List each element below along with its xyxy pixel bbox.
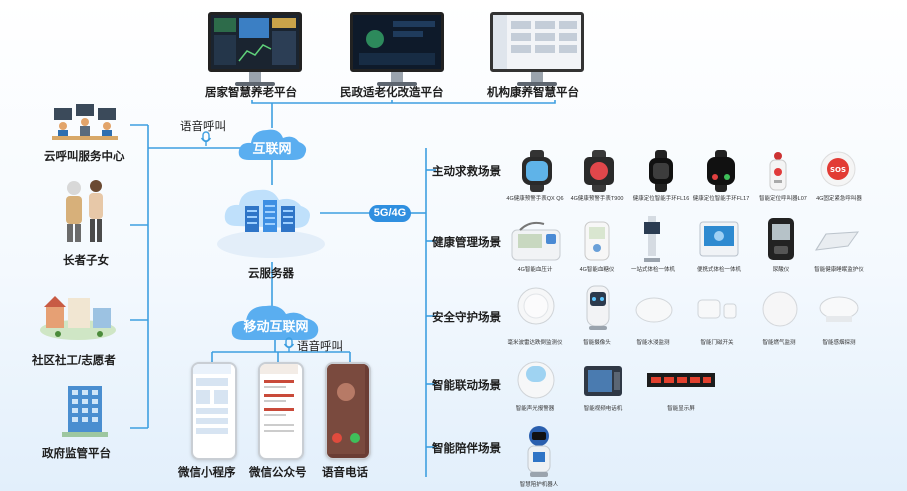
- answer-icon: [350, 433, 360, 443]
- scene-title-sos: 主动求救场景: [432, 166, 501, 178]
- fixed-sos-caller-icon: SOS: [820, 151, 856, 187]
- cloud-server-label: 云服务器: [248, 268, 294, 280]
- microphone-icon: [283, 337, 295, 352]
- sound-light-alarm-icon: [517, 361, 555, 399]
- device-label: 4G智能血糖仪: [579, 267, 615, 273]
- gas-sensor-icon: [762, 291, 798, 327]
- device-label: 尿酸仪: [772, 267, 790, 273]
- app-label-voice-call: 语音电话: [322, 467, 368, 479]
- call-screen: [327, 364, 365, 454]
- device-label: 4G健康预警手表T900: [570, 196, 624, 202]
- internet-label: 互联网: [252, 141, 292, 156]
- device-label: 智能水浸监测: [636, 340, 670, 346]
- blood-pressure-meter-icon: [511, 221, 561, 261]
- sleep-monitor-icon: [815, 231, 860, 251]
- call-center-illustration: [52, 104, 118, 140]
- phone-mini-program: [191, 362, 237, 460]
- platform-label-civil-affairs: 民政适老化改造平台: [340, 87, 444, 99]
- node-label-call-center: 云呼叫服务中心: [44, 151, 125, 163]
- watch-q6-icon: [522, 150, 552, 192]
- device-label: 智能感烟探测: [822, 340, 856, 346]
- cloud-server-illustration: [217, 189, 325, 258]
- platform-label-institution: 机构康养智慧平台: [487, 87, 579, 99]
- checkup-kiosk-icon: [644, 216, 660, 262]
- scene-title-safety: 安全守护场景: [432, 312, 501, 324]
- hangup-icon: [332, 433, 342, 443]
- microphone-icon: [200, 131, 212, 146]
- app-label-mini-program: 微信小程序: [178, 467, 236, 479]
- voice-call-top-label: 语音呼叫: [180, 121, 226, 133]
- device-label: 智慧陪护机器人: [519, 482, 559, 488]
- device-label: 智能定位呼叫器L07: [759, 196, 807, 202]
- locator-l07-icon: [769, 152, 787, 191]
- svg-text:SOS: SOS: [830, 166, 846, 174]
- phone-voice-call: [325, 362, 371, 460]
- device-label: 智能燃气监测: [762, 340, 796, 346]
- device-label: 4G健康预警手表QX Q6: [506, 196, 564, 202]
- monitor-home-care: [208, 12, 302, 90]
- band-fl16-icon: [649, 150, 673, 192]
- scene-title-linkage: 智能联动场景: [432, 380, 501, 392]
- video-phone-icon: [584, 366, 622, 396]
- device-label: 智能显示屏: [667, 406, 695, 412]
- device-label: 健康定位智能手环FL16: [632, 196, 690, 202]
- device-label: 健康定位智能手环FL17: [692, 196, 750, 202]
- glucose-meter-icon: [584, 221, 610, 261]
- water-leak-sensor-icon: [635, 297, 673, 323]
- device-label: 4G固定紧急呼叫器: [816, 196, 862, 202]
- device-label: 智能视频电话机: [583, 406, 623, 412]
- device-label: 智能声光报警器: [515, 406, 555, 412]
- app-label-official-account: 微信公众号: [249, 467, 307, 479]
- network-badge: 5G/4G: [369, 205, 411, 222]
- dashboard-screen: [359, 21, 435, 65]
- mobile-internet-label: 移动互联网: [243, 319, 309, 334]
- gov-building-illustration: [62, 386, 108, 437]
- node-label-gov: 政府监管平台: [42, 448, 111, 460]
- device-label: 4G智能血压计: [517, 267, 553, 273]
- voice-call-bottom-label: 语音呼叫: [297, 341, 343, 353]
- monitor-institution: [490, 12, 584, 90]
- scene-title-health: 健康管理场景: [432, 237, 501, 249]
- dashboard-screen: [214, 18, 296, 65]
- device-label: 一站式体检一体机: [630, 267, 675, 273]
- device-label: 便携式体检一体机: [696, 267, 741, 273]
- device-label: 智能门磁开关: [700, 340, 734, 346]
- node-label-children: 长者子女: [63, 255, 109, 267]
- device-label: 毫米波雷达跌倒监测仪: [507, 340, 563, 346]
- device-label: 智能健康睡眠监护仪: [814, 267, 864, 273]
- door-sensor-icon: [697, 299, 737, 319]
- monitor-civil-affairs: [350, 12, 444, 90]
- elderly-child-illustration: [66, 180, 103, 242]
- smart-camera-icon: [586, 285, 610, 330]
- watch-t900-icon: [584, 150, 614, 192]
- internet-cloud-icon: [238, 129, 307, 160]
- band-fl17-icon: [707, 150, 735, 192]
- portable-checkup-icon: [699, 221, 739, 257]
- phone-official-account: [258, 362, 304, 460]
- device-label: 智能摄像头: [583, 340, 611, 346]
- dashboard-screen: [493, 15, 577, 69]
- node-label-community: 社区社工/志愿者: [32, 355, 116, 367]
- app-screen: [260, 364, 298, 432]
- app-screen: [193, 364, 231, 434]
- companion-robot-icon: [527, 426, 551, 477]
- uric-acid-meter-icon: [768, 218, 794, 260]
- smoke-detector-icon: [819, 296, 859, 322]
- platform-label-home-care: 居家智慧养老平台: [205, 87, 297, 99]
- scene-title-companion: 智能陪伴场景: [432, 443, 501, 455]
- community-illustration: [40, 296, 116, 340]
- radar-fall-sensor-icon: [517, 287, 555, 325]
- led-display-icon: [647, 373, 715, 387]
- mobile-internet-cloud-icon: [231, 305, 319, 340]
